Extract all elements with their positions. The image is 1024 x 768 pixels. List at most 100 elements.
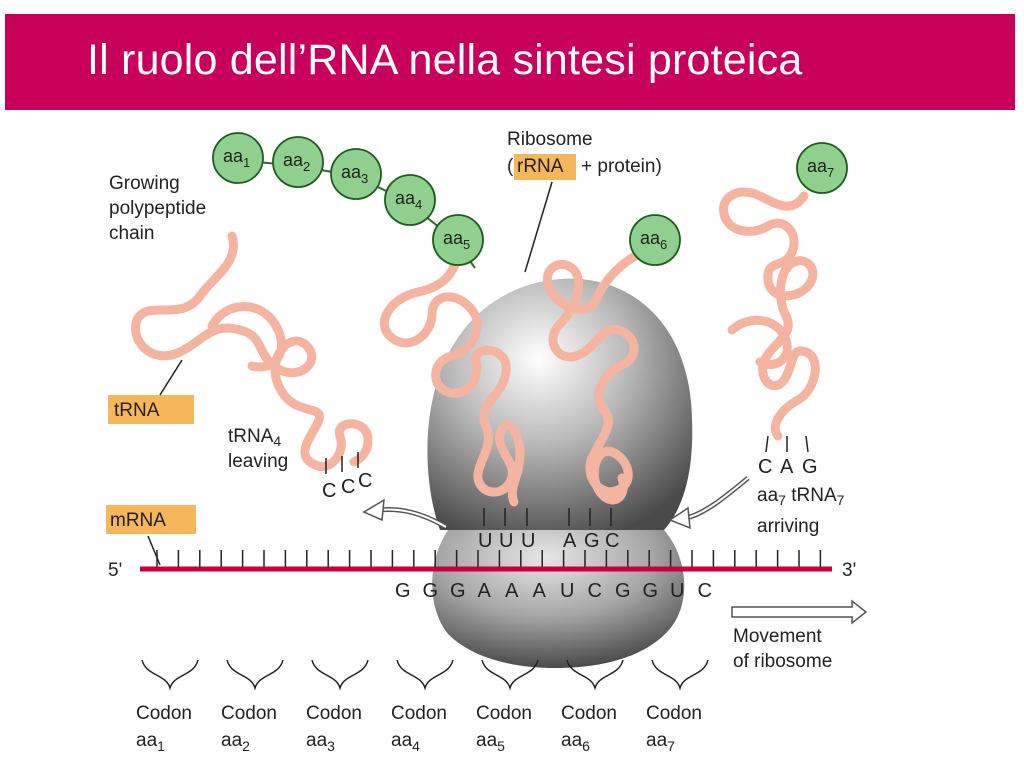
mrna-base-10: G — [643, 580, 659, 602]
aa7-trna7-label: aa7 tRNA7 — [757, 485, 845, 508]
mrna-base-8: C — [588, 580, 602, 602]
arriving-arrowhead — [668, 506, 691, 530]
codon-layer: Codonaa1Codonaa2Codonaa3Codonaa4Codonaa5… — [136, 659, 709, 754]
trna-strand-leaving — [131, 231, 373, 472]
movement-label-line2: of ribosome — [733, 651, 832, 672]
trna4-label: tRNA4 — [228, 426, 281, 449]
amino-acid-2: aa2 — [272, 136, 324, 188]
anticodon-p_site-1: U — [478, 530, 492, 552]
codon-aa-label-2: aa2 — [221, 730, 250, 754]
rrna-highlight — [514, 154, 576, 180]
trna-highlight — [108, 395, 194, 424]
trna-strand-arriving-loop — [727, 315, 792, 369]
codon-label-5: Codon — [476, 703, 532, 724]
anticodon-leaving-1: C — [322, 480, 336, 502]
codon-label-3: Codon — [306, 703, 362, 724]
codon-5: Codon aa5 — [476, 659, 539, 754]
amino-acid-label-2: aa2 — [283, 150, 310, 174]
slide-title: Il ruolo dell’RNA nella sintesi proteica — [87, 36, 803, 84]
trna-label: tRNA — [114, 400, 160, 421]
anticodon-arriving-3: G — [802, 456, 818, 478]
codon-aa-label-6: aa6 — [561, 730, 590, 754]
codon-brace-7 — [651, 659, 709, 691]
codon-label-2: Codon — [221, 703, 277, 724]
three-prime-label: 3' — [842, 560, 856, 581]
trna-strand-arriving — [719, 187, 820, 441]
codon-label-4: Codon — [391, 703, 447, 724]
codon-brace-3 — [311, 659, 369, 691]
movement-arrow — [731, 599, 868, 625]
codon-2: Codon aa2 — [221, 659, 284, 754]
anticodon-arriving-1: C — [758, 456, 772, 478]
trna-strand-p-site — [379, 235, 525, 507]
codon-aa-label-7: aa7 — [646, 730, 675, 754]
mrna-highlight — [106, 505, 196, 534]
mrna-base-12: C — [698, 580, 712, 602]
growing-label-line2: polypeptide — [109, 198, 206, 219]
mrna-base-7: U — [560, 580, 574, 602]
amino-acid-label-7: aa7 — [807, 156, 834, 180]
anticodon-a_site-3: C — [605, 530, 619, 552]
ribosome-large-subunit — [427, 278, 693, 530]
amino-acid-label-4: aa4 — [395, 188, 422, 212]
amino-acid-7: aa7 — [796, 142, 848, 194]
amino-acid-1: aa1 — [212, 132, 264, 184]
anticodon-p_site-2: U — [499, 530, 513, 552]
ribosome-label-rest: + protein) — [581, 156, 662, 177]
codon-6: Codon aa6 — [561, 659, 624, 754]
title-bar — [5, 14, 1015, 110]
arriving-arrow — [685, 476, 750, 521]
anticodon-p_site-3: U — [521, 530, 535, 552]
amino-acid-label-6: aa6 — [640, 228, 667, 252]
trna4-leaving-label: leaving — [228, 451, 288, 472]
trna-strand-leaving-tail — [207, 302, 286, 372]
arriving-label: arriving — [757, 516, 819, 537]
ribosome-label-line1: Ribosome — [507, 129, 593, 150]
mrna-label: mRNA — [110, 510, 166, 531]
codon-brace-4 — [396, 659, 454, 691]
mrna-base-4: A — [478, 580, 492, 602]
mrna-base-3: G — [450, 580, 466, 602]
mrna-base-9: G — [615, 580, 631, 602]
codon-aa-label-1: aa1 — [136, 730, 165, 754]
amino-acid-6: aa6 — [629, 214, 681, 266]
codon-label-6: Codon — [561, 703, 617, 724]
codon-1: Codon aa1 — [136, 659, 199, 754]
mrna-base-2: G — [423, 580, 439, 602]
movement-label-line1: Movement — [733, 626, 822, 647]
ribosome-small-subunit — [432, 530, 685, 668]
ribosome-label-open: ( — [507, 156, 514, 177]
codon-brace-1 — [141, 659, 199, 691]
codon-aa-label-5: aa5 — [476, 730, 505, 754]
trna-pointer — [159, 359, 183, 396]
trna-strand-a-site — [542, 247, 647, 505]
codon-3: Codon aa3 — [306, 659, 369, 754]
mrna-base-1: G — [395, 580, 411, 602]
anticodon-leaving-3: C — [358, 470, 372, 492]
codon-label-7: Codon — [646, 703, 702, 724]
growing-label-line1: Growing — [109, 173, 180, 194]
codon-brace-6 — [566, 659, 624, 691]
anticodon-arriving-2: A — [780, 456, 794, 478]
five-prime-label: 5' — [108, 560, 122, 581]
codon-label-1: Codon — [136, 703, 192, 724]
ribosome-pointer — [524, 181, 553, 273]
mrna-base-6: A — [533, 580, 547, 602]
amino-acid-label-1: aa1 — [223, 146, 250, 170]
codon-aa-label-3: aa3 — [306, 730, 335, 754]
anticodon-a_site-2: G — [584, 530, 600, 552]
amino-acid-4: aa4 — [384, 174, 436, 226]
growing-label-line3: chain — [109, 223, 154, 244]
codon-7: Codon aa7 — [646, 659, 709, 754]
anticodon-a_site-1: A — [563, 530, 577, 552]
codon-brace-2 — [226, 659, 284, 691]
mrna-pointer — [147, 535, 161, 566]
leaving-arrowhead — [362, 498, 385, 522]
mrna-base-5: A — [505, 580, 519, 602]
anticodon-leaving-2: C — [341, 476, 355, 498]
